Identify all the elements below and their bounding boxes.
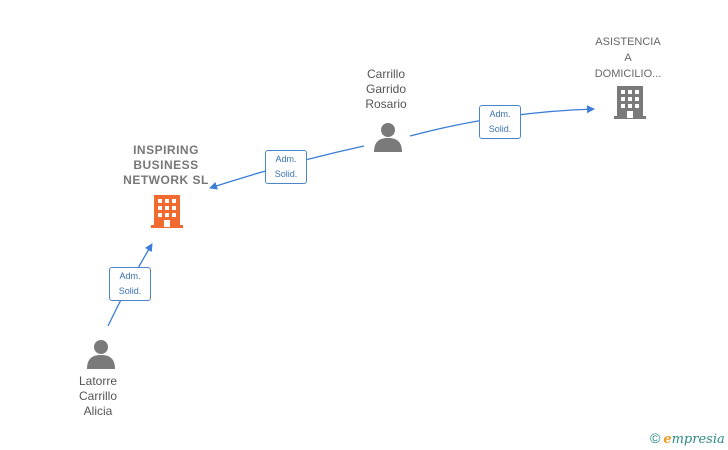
person-alicia-label-line-2: Carrillo — [78, 389, 117, 403]
person-alicia-label[interactable]: Latorre Carrillo Alicia — [58, 374, 138, 419]
edge-label-rosario-inspiring[interactable]: Adm. Solid. — [265, 150, 307, 184]
other-company-label[interactable]: ASISTENCIA A DOMICILIO... — [578, 34, 678, 82]
edge-label-rosario-asistencia[interactable]: Adm. Solid. — [479, 105, 521, 139]
person-icon[interactable] — [86, 339, 116, 369]
edge-label-line-2: Solid. — [488, 124, 512, 134]
main-company-label[interactable]: INSPIRING BUSINESS NETWORK SL — [108, 143, 224, 188]
edge-label-line-2: Solid. — [274, 169, 298, 179]
brand-name: mpresia — [671, 432, 725, 447]
person-rosario-label-line-1: Carrillo — [366, 67, 405, 81]
brand-logo: ©empresia — [650, 430, 725, 447]
brand-initial: e — [663, 432, 672, 447]
copyright-symbol: © — [650, 430, 661, 446]
other-company-label-line-3: DOMICILIO... — [594, 68, 662, 80]
person-alicia-label-line-3: Alicia — [83, 404, 113, 418]
other-company-label-line-2: A — [624, 52, 632, 64]
main-company-label-line-1: INSPIRING — [133, 143, 199, 157]
person-alicia-label-line-1: Latorre — [78, 374, 118, 388]
building-icon[interactable] — [613, 84, 647, 120]
person-rosario-label[interactable]: Carrillo Garrido Rosario — [346, 67, 426, 112]
edge-label-line-1: Adm. — [119, 271, 141, 281]
main-company-label-line-3: NETWORK SL — [123, 173, 209, 187]
edge-label-line-2: Solid. — [118, 286, 142, 296]
person-rosario-label-line-3: Rosario — [365, 97, 407, 111]
other-company-label-line-1: ASISTENCIA — [595, 36, 661, 48]
edge-label-line-1: Adm. — [275, 154, 297, 164]
person-rosario-label-line-2: Garrido — [365, 82, 406, 96]
edge-label-alicia-inspiring[interactable]: Adm. Solid. — [109, 267, 151, 301]
building-icon[interactable] — [150, 193, 184, 229]
edge-label-line-1: Adm. — [489, 109, 511, 119]
person-icon[interactable] — [373, 122, 403, 152]
main-company-label-line-2: BUSINESS — [133, 158, 199, 172]
